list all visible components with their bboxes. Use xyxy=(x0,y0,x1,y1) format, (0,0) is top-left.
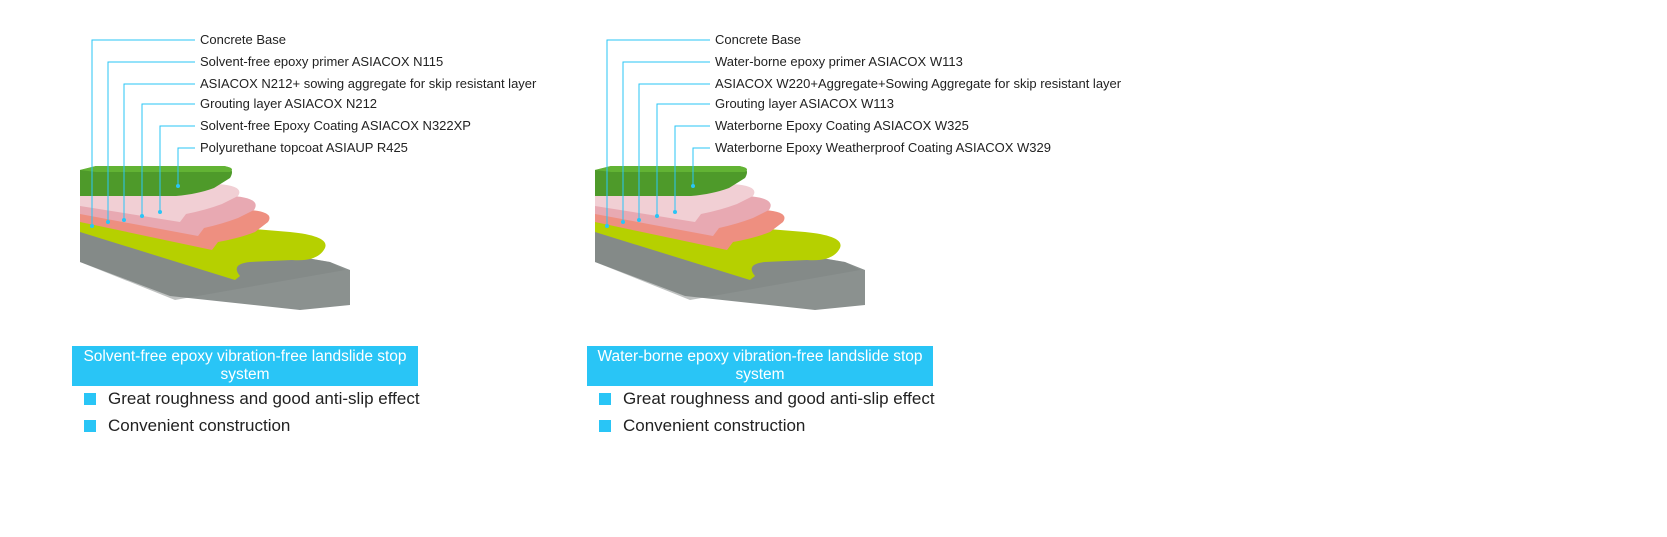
feature-item: Convenient construction xyxy=(108,416,291,435)
layer-label-topcoat: Polyurethane topcoat ASIAUP R425 xyxy=(200,140,408,155)
system-title: Solvent-free epoxy vibration-free landsl… xyxy=(72,346,418,386)
feature-item: Great roughness and good anti-slip effec… xyxy=(623,389,935,408)
layer-label-concrete-base: Concrete Base xyxy=(715,32,801,47)
topcoat-layer xyxy=(80,166,232,196)
leader-lines xyxy=(91,39,195,226)
layer-label-grouting: Grouting layer ASIACOX N212 xyxy=(200,96,378,111)
bullet-icon xyxy=(599,393,611,405)
system-title: Water-borne epoxy vibration-free landsli… xyxy=(587,346,933,386)
system-panel-solvent-free: Concrete Base Solvent-free epoxy primer … xyxy=(0,0,560,537)
layer-label-concrete-base: Concrete Base xyxy=(200,32,286,47)
layer-label-skid-resistant: ASIACOX N212+ sowing aggregate for skip … xyxy=(200,76,537,91)
leader-dots xyxy=(90,184,180,228)
layer-label-primer: Solvent-free epoxy primer ASIACOX N115 xyxy=(200,54,444,69)
layer-label-primer: Water-borne epoxy primer ASIACOX W113 xyxy=(715,54,963,69)
bullet-icon xyxy=(84,420,96,432)
floor-layer-diagram xyxy=(595,39,865,310)
floor-layer-diagram xyxy=(80,39,350,310)
leader-lines xyxy=(606,39,710,226)
system-panel-water-borne: Concrete Base Water-borne epoxy primer A… xyxy=(515,0,1121,537)
layer-label-epoxy-coating: Waterborne Epoxy Coating ASIACOX W325 xyxy=(715,118,969,133)
leader-dots xyxy=(605,184,695,228)
feature-item: Convenient construction xyxy=(623,416,806,435)
bullet-icon xyxy=(84,393,96,405)
layer-label-epoxy-coating: Solvent-free Epoxy Coating ASIACOX N322X… xyxy=(200,118,471,133)
feature-item: Great roughness and good anti-slip effec… xyxy=(108,389,420,408)
layer-label-grouting: Grouting layer ASIACOX W113 xyxy=(715,96,894,111)
bullet-icon xyxy=(599,420,611,432)
layer-label-topcoat: Waterborne Epoxy Weatherproof Coating AS… xyxy=(715,140,1052,155)
topcoat-layer xyxy=(595,166,747,196)
layer-label-skid-resistant: ASIACOX W220+Aggregate+Sowing Aggregate … xyxy=(715,76,1122,91)
